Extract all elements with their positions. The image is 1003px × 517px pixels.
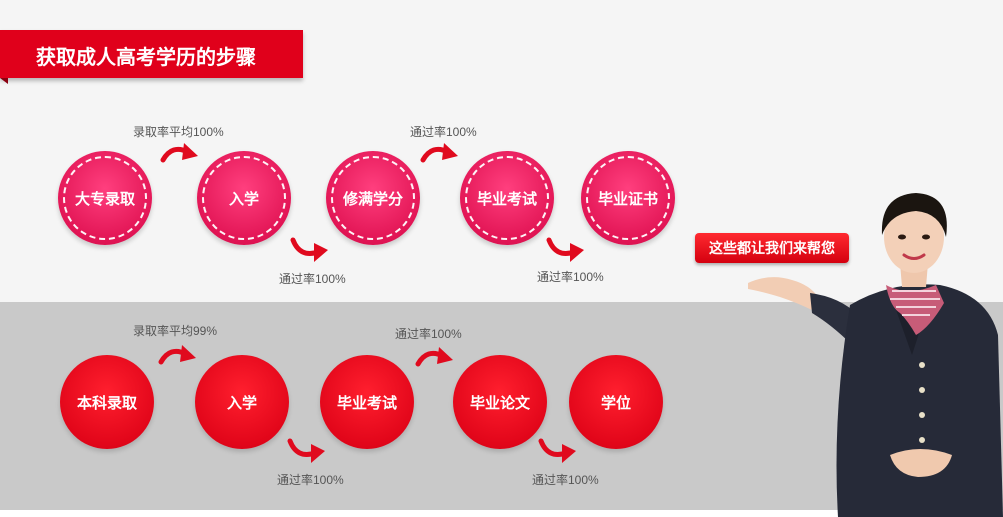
step-label: 毕业考试: [336, 393, 397, 412]
note-pass-rate: 通过率100%: [395, 327, 462, 341]
curved-arrow-icon: [420, 143, 458, 163]
step-label: 毕业论文: [469, 393, 530, 412]
step-bachelor-exam[interactable]: 毕业考试: [320, 355, 414, 449]
curved-arrow-icon: [415, 347, 453, 367]
step-degree[interactable]: 学位: [569, 355, 663, 449]
note-pass-rate: 通过率100%: [537, 270, 604, 284]
step-college-enroll[interactable]: 入学: [197, 151, 291, 245]
step-label: 修满学分: [342, 189, 403, 208]
note-pass-rate: 通过率100%: [277, 473, 344, 487]
note-pass-rate: 通过率100%: [279, 272, 346, 286]
assistant-photo: [748, 193, 1003, 517]
step-label: 入学: [228, 189, 259, 208]
note-pass-rate: 通过率100%: [532, 473, 599, 487]
curved-arrow-icon: [546, 237, 584, 262]
note-pass-rate: 通过率100%: [410, 125, 477, 139]
step-label: 毕业证书: [597, 189, 658, 208]
step-diploma[interactable]: 毕业证书: [581, 151, 675, 245]
curved-arrow-icon: [287, 438, 325, 463]
step-college-exam[interactable]: 毕业考试: [460, 151, 554, 245]
step-college-admission[interactable]: 大专录取: [58, 151, 152, 245]
help-button[interactable]: 这些都让我们来帮您: [695, 233, 849, 263]
step-thesis[interactable]: 毕业论文: [453, 355, 547, 449]
bottom-strip: [0, 510, 1003, 517]
note-admission-rate: 录取率平均100%: [133, 125, 224, 139]
note-admission-rate: 录取率平均99%: [133, 324, 218, 338]
step-label: 学位: [600, 393, 631, 412]
page-title: 获取成人高考学历的步骤: [36, 45, 256, 69]
curved-arrow-icon: [538, 438, 576, 463]
step-label: 大专录取: [74, 189, 135, 208]
curved-arrow-icon: [290, 237, 328, 262]
curved-arrow-icon: [160, 143, 198, 163]
step-label: 毕业考试: [476, 189, 537, 208]
step-bachelor-admission[interactable]: 本科录取: [60, 355, 154, 449]
title-tab: 获取成人高考学历的步骤: [0, 30, 303, 84]
step-label: 入学: [226, 393, 257, 412]
step-label: 本科录取: [76, 393, 137, 412]
curved-arrow-icon: [158, 345, 196, 365]
step-credits[interactable]: 修满学分: [326, 151, 420, 245]
step-bachelor-enroll[interactable]: 入学: [195, 355, 289, 449]
